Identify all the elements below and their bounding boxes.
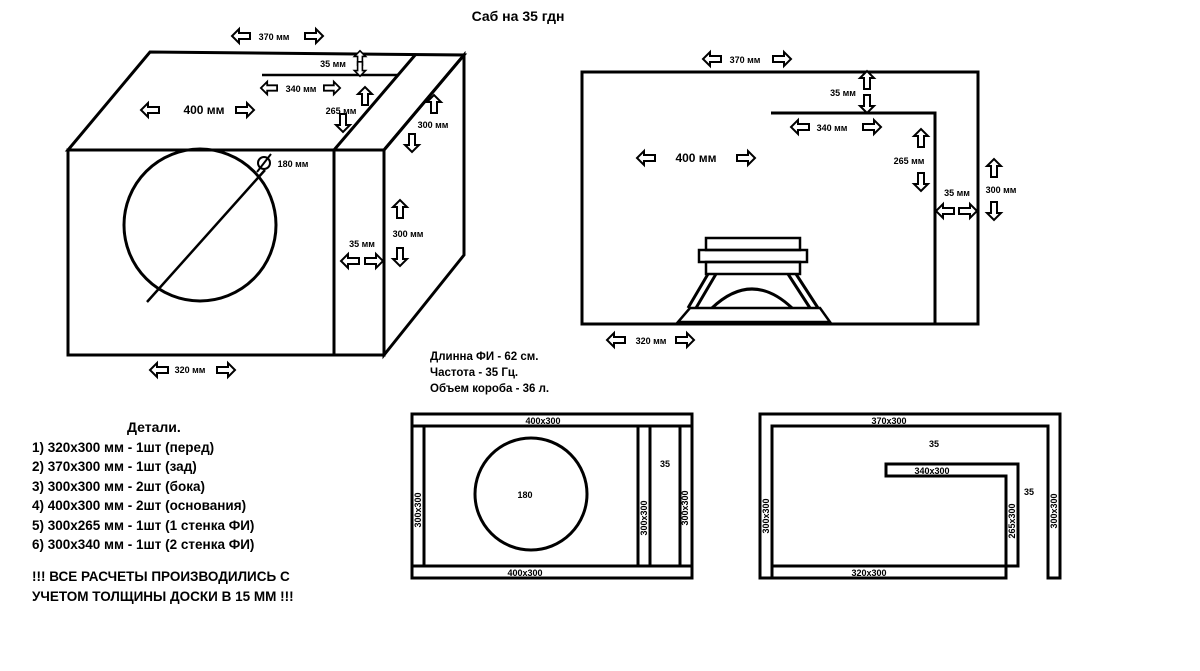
panel-top-labels: 370х300 320х300 35 340х300 35 300х300 26… [761,416,1059,578]
sv-label-port-width: 35 мм [944,188,970,198]
label-front-height: 300 мм [393,229,424,239]
box3d-arrows [140,28,442,378]
box3d-labels: 370 мм 35 мм 340 мм 265 мм 400 мм 300 мм… [175,32,449,375]
diagram-title: Саб на 35 гдн [472,8,565,24]
parts-list: Детали. 1) 320х300 мм - 1шт (перед) 2) 3… [32,418,254,555]
inner-wall-outline [262,73,401,151]
pf-right: 300х300 [680,490,690,525]
thickness-warning: !!! ВСЕ РАСЧЕТЫ ПРОИЗВОДИЛИСЬ С УЧЕТОМ Т… [32,567,294,607]
pt-left: 300х300 [761,498,771,533]
sv-label-depth: 400 мм [675,151,716,165]
pt-bottom: 320х300 [851,568,886,578]
label-wall-340: 340 мм [286,84,317,94]
top-panel-port-walls [884,462,1020,568]
sv-label-top-width: 370 мм [730,55,761,65]
top-panel-frame [758,412,1062,580]
pt-wall-265: 265х300 [1007,503,1017,538]
pf-hole: 180 [517,490,532,500]
port-specs: Длинна ФИ - 62 см. Частота - 35 Гц. Объе… [430,349,549,397]
front-panel-outer [410,412,694,580]
port-wall [771,111,937,324]
label-thickness: 35 мм [349,239,375,249]
sv-label-bottom-width: 320 мм [636,336,667,346]
parts-list-item: 4) 400х300 мм - 2шт (основания) [32,498,247,513]
sv-label-height: 300 мм [986,185,1017,195]
speaker-icon [675,236,833,324]
label-depth: 400 мм [183,103,224,117]
side-view-outline [580,70,980,326]
label-port-depth: 35 мм [320,59,346,69]
frequency-note: Частота - 35 Гц. [430,367,519,379]
side-view [580,70,980,326]
warning-line: !!! ВСЕ РАСЧЕТЫ ПРОИЗВОДИЛИСЬ С [32,569,290,584]
parts-list-item: 5) 300х265 мм - 1шт (1 стенка ФИ) [32,517,255,533]
side-view-arrows [606,51,1002,348]
box-front-face [66,148,386,357]
speaker-cutout [122,147,278,303]
front-panel-hole [473,436,589,552]
sv-label-wall-340: 340 мм [817,123,848,133]
parts-list-item: 6) 300х340 мм - 1шт (2 стенка ФИ) [32,537,255,552]
pf-top: 400х300 [525,416,560,426]
label-diameter: 180 мм [278,159,309,169]
parts-list-item: 1) 320х300 мм - 1шт (перед) [32,439,215,455]
sv-label-wall-265: 265 мм [894,156,925,166]
label-top-width: 370 мм [259,32,290,42]
warning-line: УЧЕТОМ ТОЛЩИНЫ ДОСКИ В 15 ММ !!! [32,589,294,604]
label-wall-265: 265 мм [326,106,357,116]
pt-right: 300х300 [1049,493,1059,528]
panel-front-labels: 400х300 400х300 180 35 300х300 300х300 3… [413,416,690,578]
top-panel-bottom-board [770,564,1008,580]
diameter-line [146,169,266,303]
panel-layout-front [410,412,694,580]
pt-gap-right: 35 [1024,487,1034,497]
pt-gap-top: 35 [929,439,939,449]
box-3d-view [64,50,468,360]
pf-gap: 35 [660,459,670,469]
pf-left: 300х300 [413,492,423,527]
parts-list-title: Детали. [127,419,181,435]
pt-wall-340: 340х300 [914,466,949,476]
port-length-note: Длинна ФИ - 62 см. [430,351,539,363]
volume-note: Объем короба - 36 л. [430,383,550,395]
sv-label-port-gap: 35 мм [830,88,856,98]
pf-inner: 300х300 [639,500,649,535]
panel-layout-top [758,412,1062,580]
parts-list-item: 3) 300х300 мм - 2шт (бока) [32,478,205,494]
pt-top: 370х300 [871,416,906,426]
parts-list-item: 2) 370х300 мм - 1шт (зад) [32,459,197,474]
side-view-labels: 370 мм 35 мм 340 мм 400 мм 265 мм 35 мм … [636,55,1017,346]
label-bottom-width: 320 мм [175,365,206,375]
diameter-symbol [256,153,272,173]
label-side-height: 300 мм [418,120,449,130]
pf-bottom: 400х300 [507,568,542,578]
